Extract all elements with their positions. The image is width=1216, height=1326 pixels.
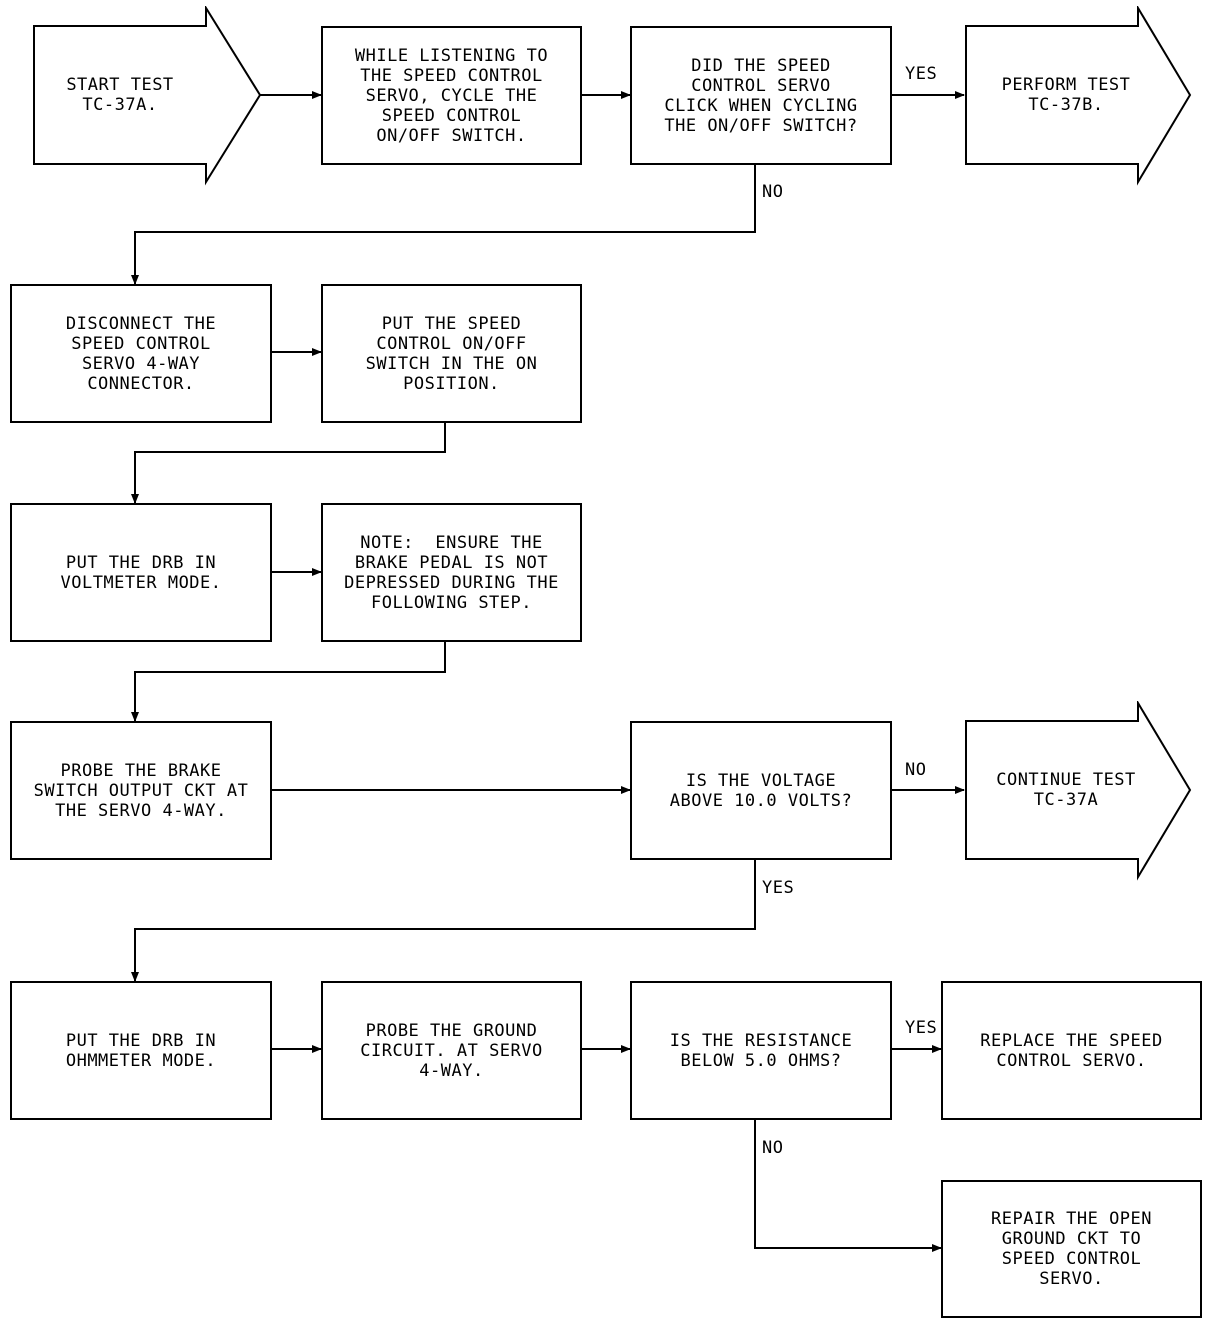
perform-test-arrow: PERFORM TEST TC-37B. (966, 26, 1166, 164)
step-disconnect-connector: DISCONNECT THE SPEED CONTROL SERVO 4-WAY… (10, 284, 272, 423)
continue-test-label: CONTINUE TEST TC-37A (996, 770, 1136, 810)
label-click-no: NO (762, 182, 784, 202)
connector-note-to-probe-brake (131, 641, 446, 722)
perform-test-label: PERFORM TEST TC-37B. (1001, 75, 1131, 115)
step-probe-brake-switch: PROBE THE BRAKE SWITCH OUTPUT CKT AT THE… (10, 721, 272, 860)
connector-switch-to-voltmeter (131, 422, 446, 504)
step-ohmmeter-mode: PUT THE DRB IN OHMMETER MODE. (10, 981, 272, 1120)
decision-resistance: IS THE RESISTANCE BELOW 5.0 OHMS? (630, 981, 892, 1120)
step-probe-ground: PROBE THE GROUND CIRCUIT. AT SERVO 4-WAY… (321, 981, 582, 1120)
label-voltage-no: NO (905, 760, 927, 780)
step-probe-ground-text: PROBE THE GROUND CIRCUIT. AT SERVO 4-WAY… (360, 1020, 543, 1081)
connector-resistance-no-to-repair (754, 1119, 942, 1252)
step-repair-ground-text: REPAIR THE OPEN GROUND CKT TO SPEED CONT… (990, 1209, 1153, 1289)
step-replace-servo: REPLACE THE SPEED CONTROL SERVO. (941, 981, 1202, 1120)
connector-voltage-yes-to-ohmmeter (131, 859, 756, 982)
note-brake-pedal-text: NOTE: ENSURE THE BRAKE PEDAL IS NOT DEPR… (344, 532, 559, 613)
label-click-yes: YES (905, 64, 938, 84)
step-switch-on: PUT THE SPEED CONTROL ON/OFF SWITCH IN T… (321, 284, 582, 423)
step-listen-cycle-switch: WHILE LISTENING TO THE SPEED CONTROL SER… (321, 26, 582, 165)
decision-servo-click: DID THE SPEED CONTROL SERVO CLICK WHEN C… (630, 26, 892, 165)
decision-servo-click-text: DID THE SPEED CONTROL SERVO CLICK WHEN C… (664, 55, 858, 136)
step-listen-cycle-switch-text: WHILE LISTENING TO THE SPEED CONTROL SER… (354, 45, 549, 146)
step-repair-ground: REPAIR THE OPEN GROUND CKT TO SPEED CONT… (941, 1180, 1202, 1318)
continue-test-arrow: CONTINUE TEST TC-37A (966, 721, 1166, 859)
note-brake-pedal: NOTE: ENSURE THE BRAKE PEDAL IS NOT DEPR… (321, 503, 582, 642)
start-test-arrow: START TEST TC-37A. (34, 26, 206, 164)
step-probe-brake-switch-text: PROBE THE BRAKE SWITCH OUTPUT CKT AT THE… (33, 760, 249, 821)
label-resistance-yes: YES (905, 1018, 938, 1038)
step-voltmeter-mode-text: PUT THE DRB IN VOLTMETER MODE. (60, 552, 222, 593)
label-voltage-yes: YES (762, 878, 795, 898)
step-replace-servo-text: REPLACE THE SPEED CONTROL SERVO. (980, 1030, 1163, 1071)
continue-arrow-shape (965, 701, 1192, 881)
perform-arrow-shape (965, 6, 1192, 186)
decision-voltage-text: IS THE VOLTAGE ABOVE 10.0 VOLTS? (669, 770, 853, 811)
connector-decision-no-to-disconnect (131, 164, 756, 285)
step-switch-on-text: PUT THE SPEED CONTROL ON/OFF SWITCH IN T… (365, 313, 538, 394)
step-voltmeter-mode: PUT THE DRB IN VOLTMETER MODE. (10, 503, 272, 642)
decision-resistance-text: IS THE RESISTANCE BELOW 5.0 OHMS? (669, 1030, 853, 1071)
start-arrow-shape (33, 6, 262, 186)
step-disconnect-connector-text: DISCONNECT THE SPEED CONTROL SERVO 4-WAY… (65, 313, 217, 394)
start-test-label: START TEST TC-37A. (66, 75, 174, 115)
label-resistance-no: NO (762, 1138, 784, 1158)
decision-voltage: IS THE VOLTAGE ABOVE 10.0 VOLTS? (630, 721, 892, 860)
step-ohmmeter-mode-text: PUT THE DRB IN OHMMETER MODE. (65, 1030, 217, 1071)
